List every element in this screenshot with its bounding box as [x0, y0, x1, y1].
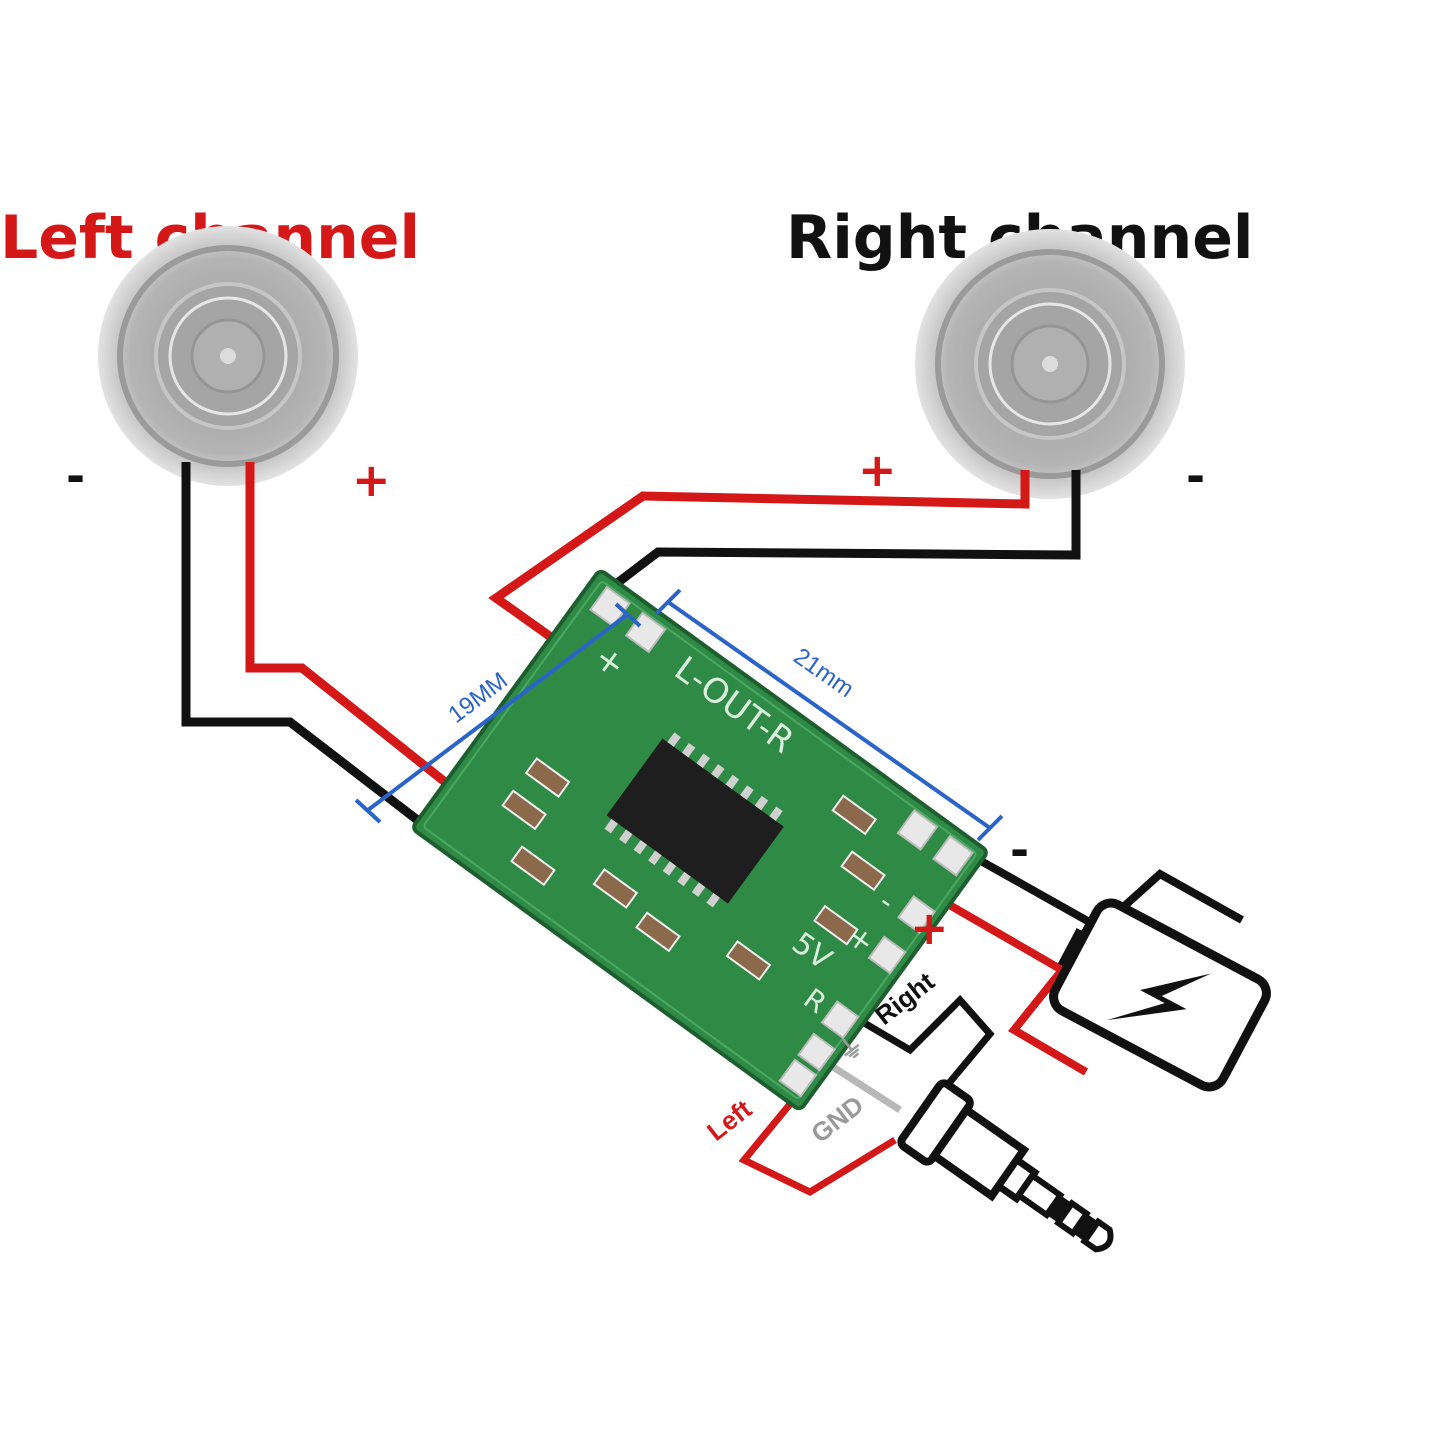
- input-right-wire: [798, 981, 995, 1103]
- amplifier-board: L-OUT-R + - + 5V R: [412, 569, 988, 1111]
- pad-power-plus: [867, 935, 907, 975]
- left-speaker-plus-sign: +: [352, 453, 391, 507]
- pad-r-plus: [896, 808, 939, 851]
- left-speaker-icon: [98, 226, 358, 486]
- left-speaker-minus-sign: -: [66, 449, 85, 503]
- amplifier-chip: [606, 738, 784, 904]
- length-dimension-line: [666, 600, 992, 830]
- pad-in-left: [778, 1058, 818, 1098]
- pad-in-gnd: [797, 1032, 837, 1072]
- left-speaker-positive-wire: [245, 462, 458, 794]
- width-dimension-line: [366, 612, 630, 812]
- left-speaker-negative-wire: [181, 462, 423, 826]
- pad-in-right: [820, 1000, 860, 1040]
- battery-icon: [1049, 898, 1271, 1092]
- right-speaker-plus-sign: +: [858, 443, 897, 497]
- power-plus-sign: +: [910, 901, 949, 955]
- power-positive-wire: [917, 884, 1089, 1076]
- lightning-bolt-icon: [1107, 973, 1212, 1021]
- pad-r-minus: [932, 834, 975, 877]
- right-speaker-minus-sign: -: [1186, 449, 1205, 503]
- input-left-label: Left: [701, 1094, 757, 1147]
- pad-l-minus: [589, 585, 631, 628]
- audio-jack-icon: [897, 1079, 1114, 1253]
- pad-power-minus: [897, 894, 937, 935]
- right-speaker-icon: [915, 229, 1185, 499]
- input-gnd-label: GND: [805, 1090, 869, 1149]
- power-negative-wire: [963, 848, 1244, 933]
- power-minus-sign: -: [1010, 823, 1029, 877]
- right-speaker-positive-wire: [488, 470, 1030, 676]
